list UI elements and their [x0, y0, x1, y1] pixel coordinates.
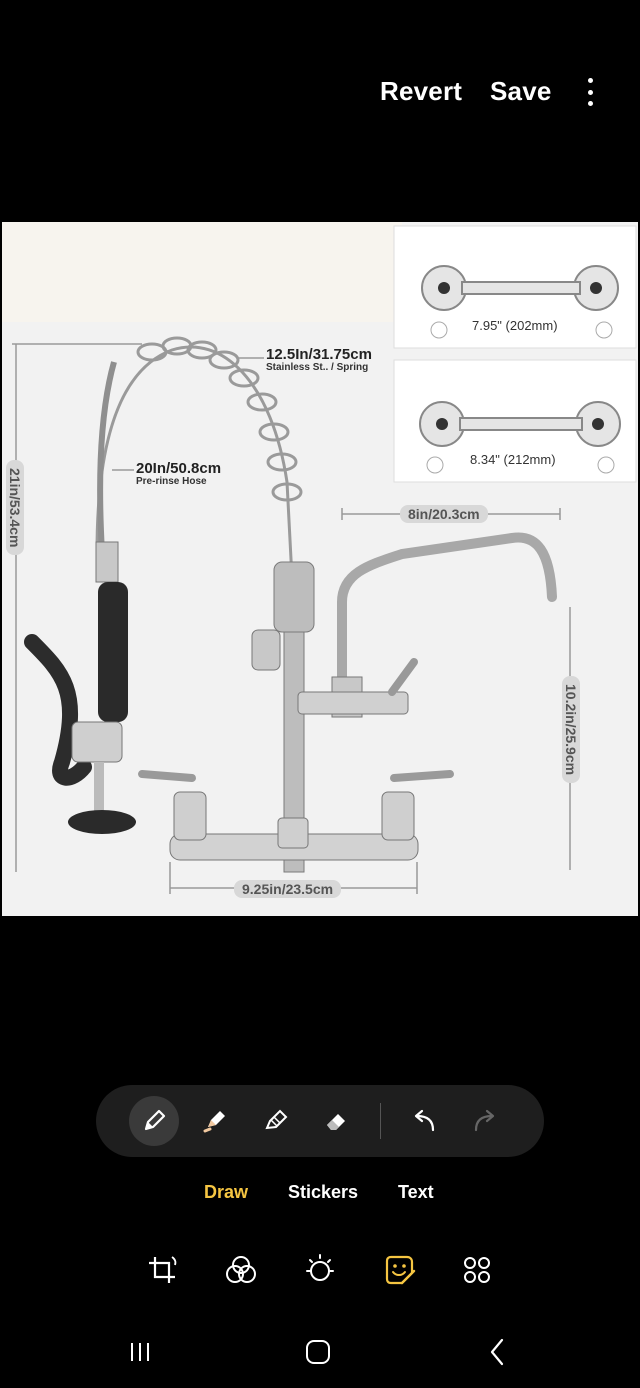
decorate-button[interactable] — [379, 1250, 419, 1290]
undo-tool[interactable] — [399, 1096, 449, 1146]
back-icon — [490, 1338, 504, 1366]
recents-icon — [131, 1343, 149, 1361]
pen-tool[interactable] — [129, 1096, 179, 1146]
crop-rotate-button[interactable] — [142, 1250, 182, 1290]
revert-button[interactable]: Revert — [380, 76, 463, 106]
pen-icon — [144, 1109, 166, 1131]
highlighter-tool[interactable] — [190, 1096, 240, 1146]
brightness-button[interactable] — [300, 1250, 340, 1290]
highlighter-icon — [203, 1111, 225, 1133]
more-options-icon[interactable] — [582, 78, 598, 106]
more-tools-icon — [464, 1257, 490, 1283]
back-button[interactable] — [478, 1330, 518, 1374]
spring-length-value: 12.5In/31.75cm — [266, 346, 372, 363]
decorate-icon — [385, 1255, 416, 1285]
filters-icon — [226, 1256, 256, 1283]
faucet-illustration — [2, 222, 637, 894]
tab-text[interactable]: Text — [398, 1182, 434, 1202]
spring-caption: Stainless St.. / Spring — [266, 362, 369, 373]
inset-top-spacing: 7.95" (202mm) — [472, 318, 558, 333]
drawing-toolbar — [96, 1085, 544, 1157]
top-bar: Revert Save — [0, 0, 640, 190]
brightness-icon — [306, 1254, 334, 1281]
tab-stickers[interactable]: Stickers — [288, 1182, 359, 1202]
spout-height-label: 10.2in/25.9cm — [562, 676, 580, 784]
undo-icon — [414, 1109, 435, 1132]
recents-button[interactable] — [120, 1330, 160, 1374]
home-icon — [306, 1340, 330, 1364]
eraser-tool[interactable] — [312, 1096, 362, 1146]
redo-icon — [474, 1109, 495, 1132]
total-height-label: 21in/53.4cm — [6, 460, 24, 556]
hose-length-label: 20In/50.8cm Pre-rinse Hose — [136, 460, 221, 487]
tab-draw[interactable]: Draw — [204, 1182, 249, 1202]
more-tools-button[interactable] — [457, 1250, 497, 1290]
toolbar-divider — [380, 1103, 381, 1139]
marker-tool[interactable] — [251, 1096, 301, 1146]
marker-icon — [265, 1109, 288, 1130]
spout-reach-label: 8in/20.3cm — [400, 505, 488, 523]
crop-rotate-icon — [149, 1256, 177, 1283]
save-button[interactable]: Save — [490, 76, 552, 106]
inset-bottom-spacing: 8.34" (212mm) — [470, 452, 556, 467]
base-width-label: 9.25in/23.5cm — [234, 880, 342, 898]
spring-length-label: 12.5In/31.75cm Stainless St.. / Spring — [266, 346, 372, 373]
edited-photo[interactable]: 21in/53.4cm 12.5In/31.75cm Stainless St.… — [2, 222, 638, 916]
eraser-icon — [327, 1114, 345, 1130]
home-button[interactable] — [298, 1330, 338, 1374]
redo-tool[interactable] — [460, 1096, 510, 1146]
hose-length-value: 20In/50.8cm — [136, 460, 222, 477]
filters-button[interactable] — [221, 1250, 261, 1290]
hose-caption: Pre-rinse Hose — [136, 476, 207, 487]
